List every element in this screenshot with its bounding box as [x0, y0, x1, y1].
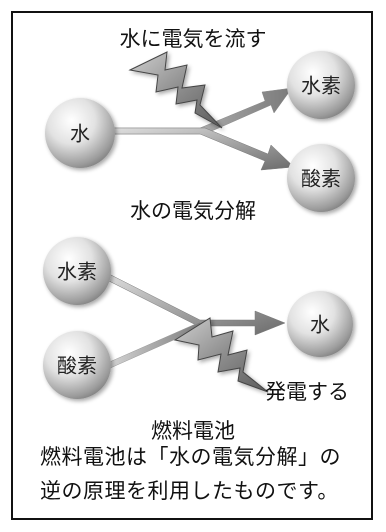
water-sphere-label: 水: [70, 122, 90, 146]
generate-power-label: 発電する: [265, 380, 349, 404]
hydrogen-sphere-label: 水素: [301, 74, 341, 98]
lightning-bolt-icon: [173, 317, 269, 393]
note-line-1: 燃料電池は「水の電気分解」の: [40, 445, 341, 469]
arrow-to-oxygen: [109, 127, 295, 171]
water-sphere-label: 水: [310, 313, 330, 337]
hydrogen-sphere: [287, 51, 355, 119]
oxygen-sphere: [43, 331, 111, 399]
arrow-from-oxygen: [104, 321, 204, 370]
oxygen-sphere: [287, 144, 355, 212]
water-sphere: [287, 291, 353, 357]
hydrogen-sphere: [43, 237, 111, 305]
electrolysis-process-label: 水に電気を流す: [120, 27, 267, 51]
arrow-from-hydrogen: [102, 271, 286, 336]
note-line-2: 逆の原理を利用したものです。: [40, 479, 339, 503]
water-sphere: [45, 98, 115, 168]
hydrogen-sphere-label: 水素: [57, 260, 97, 284]
electrolysis-caption: 水の電気分解: [130, 199, 256, 223]
oxygen-sphere-label: 酸素: [301, 167, 341, 191]
fuel-cell-caption: 燃料電池: [151, 419, 235, 443]
lightning-bolt-icon: [128, 51, 223, 129]
explanation-note: 燃料電池は「水の電気分解」の 逆の原理を利用したものです。: [40, 440, 360, 508]
oxygen-sphere-label: 酸素: [57, 354, 97, 378]
